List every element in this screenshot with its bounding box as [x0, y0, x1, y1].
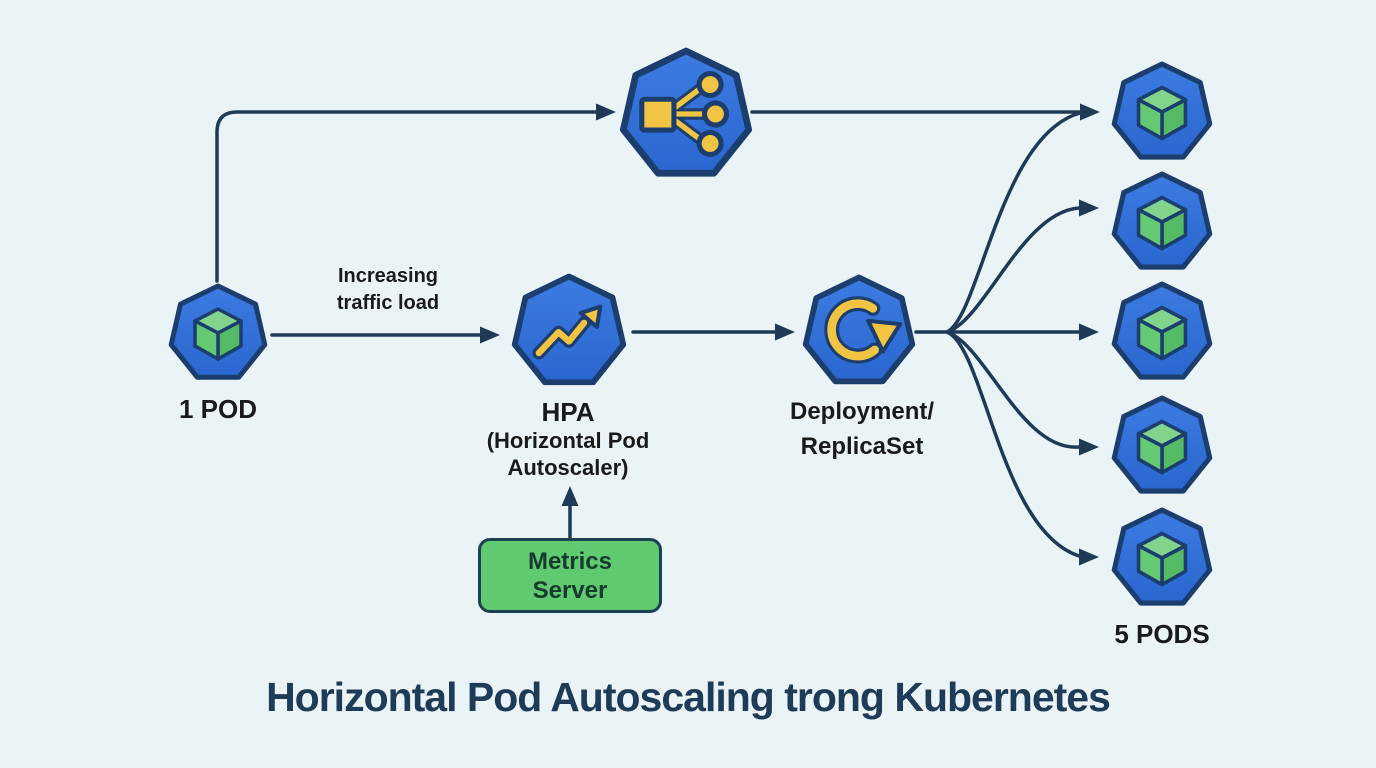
service-fanout-glyph: [639, 70, 730, 158]
trend-arrow-glyph: [532, 304, 603, 360]
arrowhead-pod1: [1080, 103, 1100, 121]
replica-pod-icon: [1111, 171, 1213, 273]
deployment-icon: [802, 274, 916, 388]
hpa-sublabel: (Horizontal Pod Autoscaler): [486, 428, 650, 480]
arrowhead-pod3: [1079, 323, 1099, 341]
deployment-label: Deployment/ ReplicaSet: [789, 398, 935, 460]
arrowhead-service: [596, 103, 616, 121]
edge-fan-pod5: [945, 330, 1081, 558]
metrics-server-label: Metrics Server: [527, 547, 613, 604]
service-icon: [619, 47, 753, 181]
replica-pod-icon: [1111, 281, 1213, 383]
edge-fan-pod2: [945, 206, 1081, 334]
replica-pod-icon: [1111, 395, 1213, 497]
arrowhead-metrics-up: [561, 486, 579, 506]
arrowhead-pod4: [1079, 438, 1099, 456]
replica-pods-label: 5 PODS: [1114, 619, 1210, 649]
replica-pod-icon: [1111, 61, 1213, 163]
arrowhead-pod2: [1079, 199, 1099, 217]
source-pod-icon: [168, 283, 268, 383]
rotate-arrow-glyph: [824, 296, 903, 364]
edge-fan-pod4: [945, 330, 1081, 449]
edge-pod-to-service: [215, 110, 598, 283]
hpa-label: HPA: [541, 397, 595, 427]
replica-pod-icon: [1111, 507, 1213, 609]
traffic-load-label: Increasing traffic load: [336, 265, 440, 314]
edge-fan-pod1: [945, 111, 1082, 334]
diagram-title: Horizontal Pod Autoscaling trong Kuberne…: [266, 674, 1111, 720]
source-pod-label: 1 POD: [178, 394, 258, 424]
arrowhead-deployment: [775, 323, 795, 341]
arrowhead-pod5: [1079, 548, 1099, 566]
metrics-server-box: Metrics Server: [478, 538, 662, 613]
hpa-icon: [511, 273, 627, 389]
arrowhead-hpa: [480, 326, 500, 344]
